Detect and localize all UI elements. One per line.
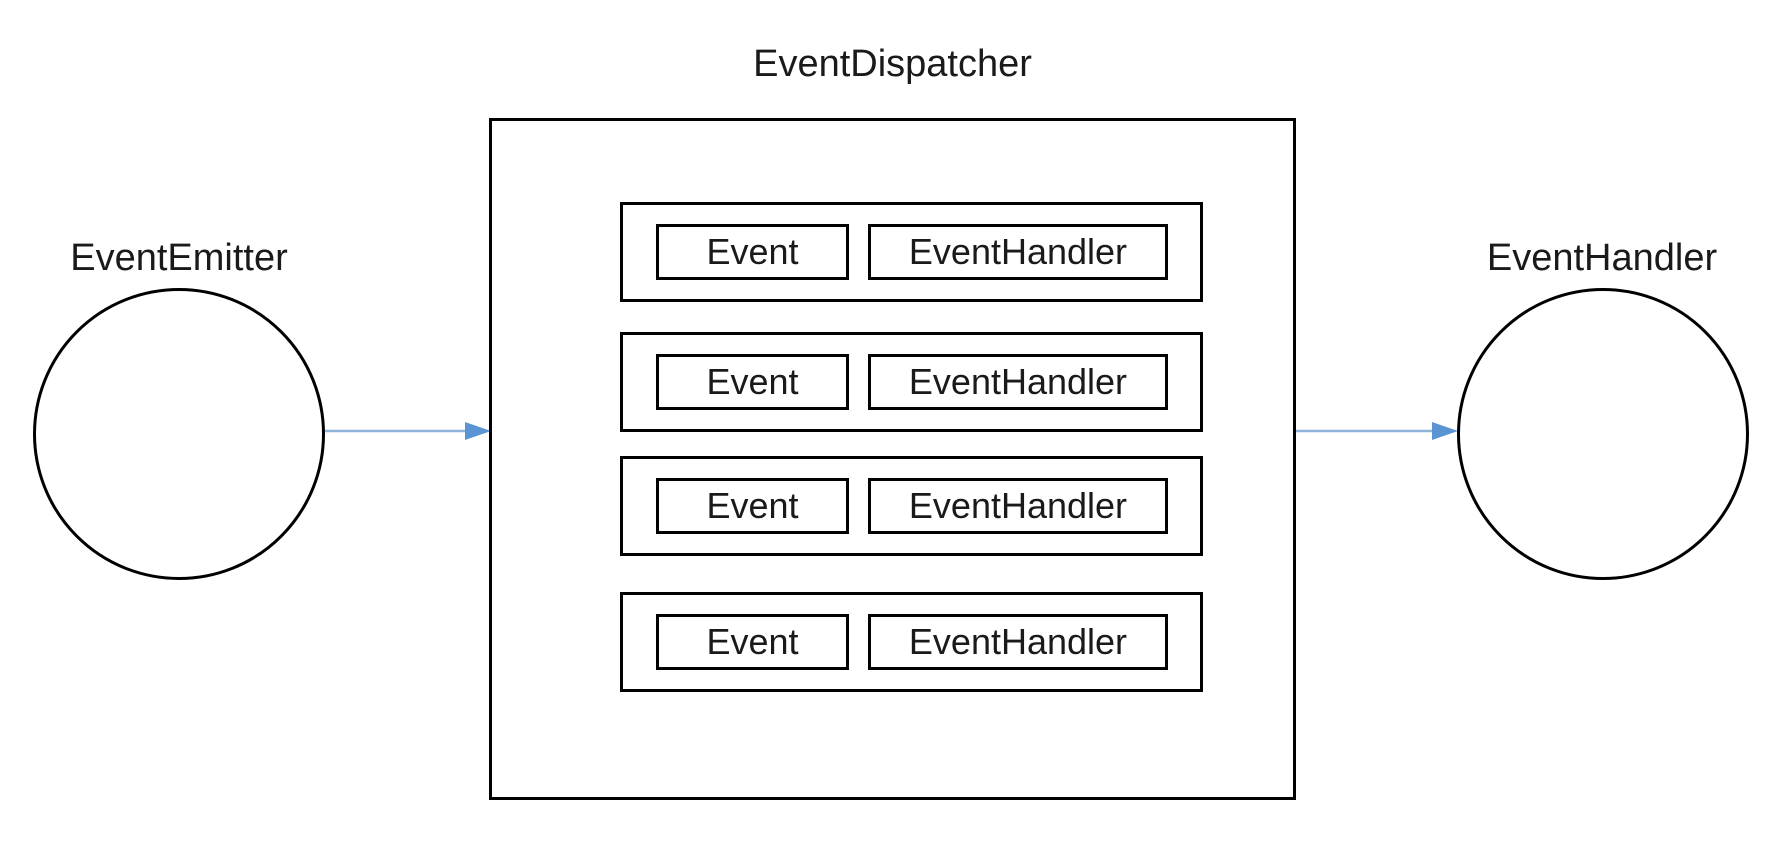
- dispatcher-box: Event EventHandler Event EventHandler Ev…: [489, 118, 1296, 800]
- event-label: Event: [706, 361, 799, 402]
- event-label: Event: [706, 231, 799, 272]
- event-handler-label: EventHandler: [908, 621, 1128, 662]
- dispatcher-row: Event EventHandler: [620, 456, 1203, 556]
- event-handler-label: EventHandler: [908, 231, 1128, 272]
- event-box: Event: [656, 478, 849, 534]
- event-box: Event: [656, 354, 849, 410]
- handler-label: EventHandler: [1486, 237, 1718, 279]
- dispatcher-row: Event EventHandler: [620, 332, 1203, 432]
- event-handler-box: EventHandler: [868, 614, 1168, 670]
- arrow-head-icon: [465, 422, 491, 440]
- dispatcher-title: EventDispatcher: [753, 43, 1032, 85]
- arrow-head-icon: [1432, 422, 1458, 440]
- emitter-to-dispatcher-arrow: [325, 422, 491, 440]
- emitter-label: EventEmitter: [70, 237, 288, 279]
- dispatcher-row: Event EventHandler: [620, 202, 1203, 302]
- event-handler-box: EventHandler: [868, 478, 1168, 534]
- dispatcher-to-handler-arrow: [1296, 422, 1458, 440]
- emitter-circle: [33, 288, 325, 580]
- handler-circle: [1457, 288, 1749, 580]
- event-handler-box: EventHandler: [868, 354, 1168, 410]
- event-box: Event: [656, 614, 849, 670]
- event-box: Event: [656, 224, 849, 280]
- dispatcher-row: Event EventHandler: [620, 592, 1203, 692]
- event-label: Event: [706, 621, 799, 662]
- event-handler-label: EventHandler: [908, 485, 1128, 526]
- event-label: Event: [706, 485, 799, 526]
- event-handler-label: EventHandler: [908, 361, 1128, 402]
- event-handler-box: EventHandler: [868, 224, 1168, 280]
